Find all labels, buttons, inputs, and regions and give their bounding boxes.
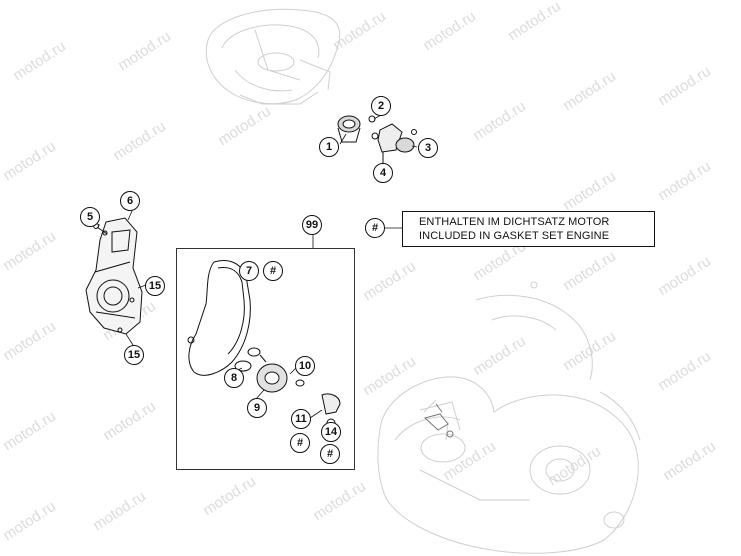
legend-box: ENTHALTEN IM DICHTSATZ MOTOR INCLUDED IN… — [402, 211, 655, 247]
callout-2[interactable]: 2 — [371, 96, 391, 116]
engine-casing-top — [206, 9, 339, 104]
callout-9[interactable]: 9 — [247, 398, 267, 418]
callout-99[interactable]: 99 — [302, 215, 322, 235]
gasket-kit-frame — [176, 248, 355, 470]
engine-block-faint — [378, 282, 640, 553]
callout-15-upper[interactable]: 15 — [145, 276, 165, 296]
callout-1[interactable]: 1 — [319, 137, 339, 157]
callout-14[interactable]: 14 — [321, 422, 341, 442]
callout-5[interactable]: 5 — [80, 207, 100, 227]
callout-4[interactable]: 4 — [373, 163, 393, 183]
callout-11-hash[interactable]: # — [290, 433, 310, 453]
callout-7-hash[interactable]: # — [263, 261, 283, 281]
callout-3[interactable]: 3 — [418, 138, 438, 158]
callout-14-hash[interactable]: # — [320, 444, 340, 464]
callout-6[interactable]: 6 — [120, 191, 140, 211]
callout-10[interactable]: 10 — [295, 356, 315, 376]
callout-11[interactable]: 11 — [291, 409, 311, 429]
legend-text-de: ENTHALTEN IM DICHTSATZ MOTOR — [419, 216, 610, 228]
legend-symbol-callout[interactable]: # — [365, 218, 385, 238]
engine-detail-dark — [425, 404, 453, 437]
thermostat-group — [338, 116, 417, 165]
legend-text-en: INCLUDED IN GASKET SET ENGINE — [419, 230, 610, 242]
callout-15-lower[interactable]: 15 — [124, 345, 144, 365]
kit-parts — [188, 261, 340, 427]
callout-7[interactable]: 7 — [239, 261, 259, 281]
callout-8[interactable]: 8 — [224, 368, 244, 388]
side-cover-part-6 — [86, 218, 142, 334]
